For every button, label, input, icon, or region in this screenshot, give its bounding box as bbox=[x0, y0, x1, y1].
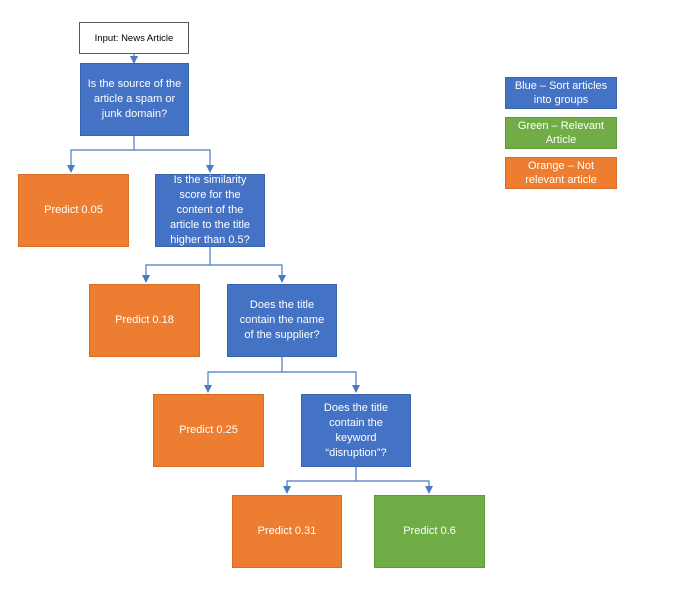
question-label: Is the source of the article a spam or j… bbox=[87, 78, 182, 120]
edge-q3-q4 bbox=[282, 371, 360, 393]
prediction-label: Predict 0.05 bbox=[44, 204, 103, 216]
prediction-node-025: Predict 0.25 bbox=[153, 394, 264, 467]
prediction-label: Predict 0.31 bbox=[257, 525, 317, 537]
prediction-label: Predict 0.25 bbox=[179, 424, 238, 436]
edge-q4-predict-031 bbox=[283, 467, 357, 494]
prediction-node-005: Predict 0.05 bbox=[18, 174, 129, 247]
edge-q2-q3 bbox=[210, 264, 286, 283]
question-node-disruption-keyword: Does the title contain the keyword “disr… bbox=[301, 394, 411, 467]
legend-label: Orange – Not relevant article bbox=[525, 160, 597, 186]
legend-item-orange: Orange – Not relevant article bbox=[505, 157, 617, 189]
prediction-node-06: Predict 0.6 bbox=[374, 495, 485, 568]
edge-q2-predict-018 bbox=[142, 247, 211, 283]
legend-label: Green – Relevant Article bbox=[517, 120, 605, 146]
input-node: Input: News Article bbox=[79, 22, 189, 54]
input-node-label: Input: News Article bbox=[94, 32, 174, 44]
edge-q4-predict-06 bbox=[356, 480, 433, 494]
prediction-label: Predict 0.18 bbox=[115, 314, 174, 326]
question-label: Is the similarity score for the content … bbox=[169, 174, 251, 246]
question-node-supplier-name: Does the title contain the name of the s… bbox=[227, 284, 337, 357]
prediction-node-018: Predict 0.18 bbox=[89, 284, 200, 357]
prediction-label: Predict 0.6 bbox=[403, 525, 456, 537]
question-label: Does the title contain the keyword “disr… bbox=[323, 401, 389, 459]
legend-item-blue: Blue – Sort articles into groups bbox=[505, 77, 617, 109]
edge-q1-q2 bbox=[134, 149, 214, 173]
legend-item-green: Green – Relevant Article bbox=[505, 117, 617, 149]
prediction-node-031: Predict 0.31 bbox=[232, 495, 342, 568]
edge-q3-predict-025 bbox=[204, 357, 283, 393]
question-node-spam-domain: Is the source of the article a spam or j… bbox=[80, 63, 189, 136]
question-label: Does the title contain the name of the s… bbox=[239, 299, 325, 341]
edge-q1-predict-005 bbox=[67, 136, 135, 173]
legend-label: Blue – Sort articles into groups bbox=[514, 80, 608, 106]
question-node-similarity-score: Is the similarity score for the content … bbox=[155, 174, 265, 247]
